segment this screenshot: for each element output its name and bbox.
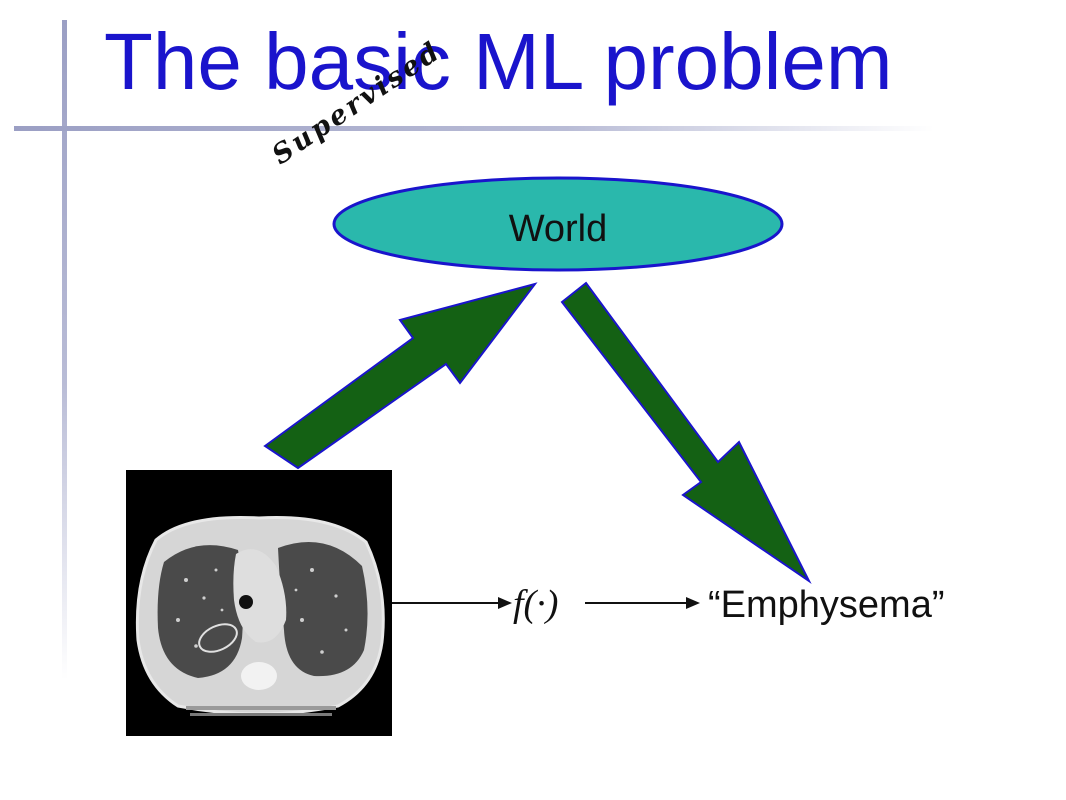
connector-arrowhead-2 — [686, 597, 700, 609]
ct-spine — [241, 662, 277, 690]
decorative-horizontal-rule — [14, 126, 934, 131]
slide-title: The basic ML problem — [104, 17, 893, 106]
ct-table-2 — [190, 713, 332, 716]
ct-table-1 — [186, 706, 336, 710]
output-label: “Emphysema” — [708, 584, 945, 626]
connector-arrowhead-1 — [498, 597, 512, 609]
function-label: f(·) — [513, 583, 559, 625]
arrow-input-to-world — [263, 282, 538, 470]
ct-vessels — [176, 568, 348, 654]
ct-left-lung — [157, 545, 244, 678]
ct-lesion — [198, 623, 238, 653]
world-label: World — [508, 208, 608, 250]
ct-airway — [239, 595, 253, 609]
decorative-vertical-rule — [62, 20, 67, 680]
ct-right-lung — [278, 542, 368, 677]
ct-scan-image — [126, 470, 392, 736]
arrow-world-to-label — [560, 281, 812, 585]
ct-heart — [233, 549, 287, 643]
world-node — [332, 176, 784, 272]
